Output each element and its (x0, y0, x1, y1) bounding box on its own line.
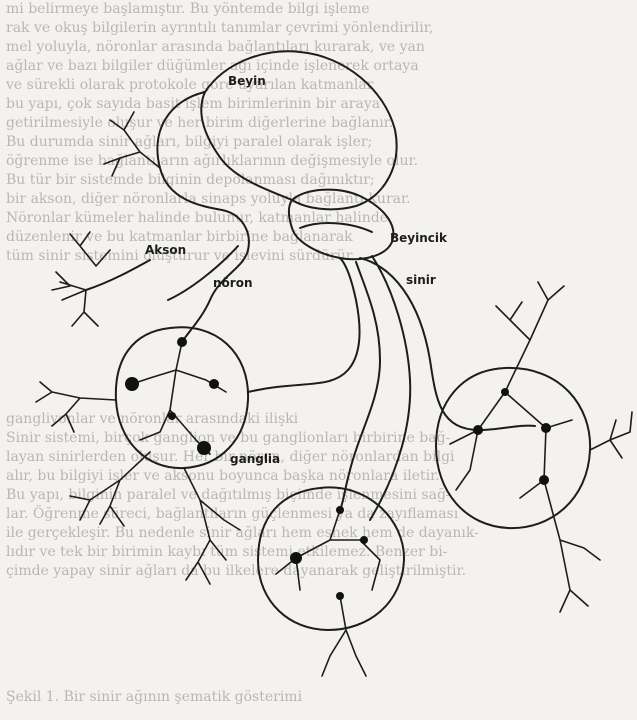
ganglion-internal-branch (132, 342, 226, 454)
neuron-node (197, 441, 211, 455)
neuron-node (168, 412, 176, 420)
label-ganglia: ganglia (230, 452, 280, 466)
dendrite-branch (70, 452, 150, 526)
dendrite-branch (104, 112, 160, 176)
neuron-node (125, 377, 139, 391)
dendrite-branch (590, 412, 632, 458)
ganglion-bottom-outline (258, 487, 404, 630)
dendrite-branch (184, 468, 240, 584)
label-axon: Akson (145, 243, 186, 257)
nerve-spinal-1 (340, 262, 380, 510)
label-brain: Beyin (228, 74, 266, 88)
neuron-node (541, 423, 551, 433)
nerve-left-ganglion-to-cerebellum (248, 258, 360, 392)
dendrite-branch (52, 232, 110, 326)
neuron-node (360, 536, 368, 544)
dendrite-branch (496, 282, 564, 392)
neuron-node (473, 425, 483, 435)
neuron-node (501, 388, 509, 396)
neuron-node (177, 337, 187, 347)
neuron-node (290, 552, 302, 564)
label-nerve: sinir (406, 273, 436, 287)
neuron-node (539, 475, 549, 485)
nerve-brain-to-axon (157, 92, 248, 342)
cerebellum-inner (300, 223, 372, 232)
label-neuron: nöron (213, 276, 253, 290)
ganglion-left-outline (116, 327, 248, 468)
neuron-node (209, 379, 219, 389)
dendrite-branch (36, 382, 116, 432)
neuron-node (336, 506, 344, 514)
ganglion-right-outline (436, 368, 590, 528)
ganglion-internal-branch (450, 392, 572, 498)
label-cerebellum: Beyincik (390, 231, 447, 245)
ganglion-internal-branch (276, 510, 380, 676)
neuron-node (336, 592, 344, 600)
